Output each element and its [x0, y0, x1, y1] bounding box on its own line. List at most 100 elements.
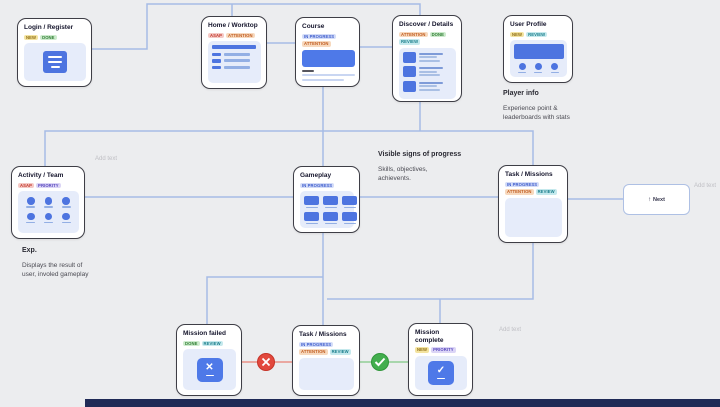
check-mark-icon — [374, 357, 386, 367]
next-node[interactable]: ↑Next — [623, 184, 690, 215]
placeholder-line — [419, 52, 443, 55]
badge-review: REVIEW — [526, 31, 548, 37]
node-title: Home / Worktop — [208, 22, 258, 29]
avatar — [43, 212, 53, 223]
node-title: Task / Missions — [299, 331, 347, 338]
avatar-caption — [26, 206, 36, 208]
hero-image — [302, 49, 355, 68]
placeholder-line — [50, 65, 60, 69]
stat-caption — [518, 71, 527, 73]
avatar-caption — [43, 206, 53, 208]
node-title: Gameplay — [300, 172, 332, 179]
badge-priority: PRIORITY — [431, 347, 456, 353]
tile-icon — [342, 196, 357, 205]
screen-preview — [505, 197, 562, 237]
placeholder-line — [48, 60, 62, 64]
screen-preview — [399, 47, 456, 99]
badge-done: DONE — [40, 34, 57, 40]
form-icon — [43, 51, 67, 73]
complete-icon: ✓ — [428, 360, 454, 385]
screen-preview — [299, 357, 354, 390]
badge-attention: ATTENTION — [299, 349, 328, 355]
progress-line — [302, 78, 345, 81]
tile-caption — [324, 206, 337, 208]
node-title: Course — [302, 23, 325, 30]
add-text-placeholder[interactable]: Add text — [499, 327, 522, 333]
avatar — [61, 197, 71, 208]
placeholder-line — [419, 70, 437, 73]
node-title: Activity / Team — [18, 172, 64, 179]
list-item-pill — [212, 65, 221, 69]
connector-login-to-home-rail — [92, 3, 421, 50]
tile — [323, 196, 338, 208]
badge-attention: ATTENTION — [505, 189, 534, 195]
tile-icon — [342, 212, 357, 221]
add-text-placeholder[interactable]: Add text — [694, 183, 717, 189]
detail-lines — [419, 81, 443, 91]
annotation-line: Skills, objectives, — [378, 166, 428, 173]
badge-attention: ATTENTION — [302, 41, 331, 47]
stat-icon — [551, 63, 559, 70]
thumbnail-icon — [403, 80, 416, 92]
avatar-icon — [44, 197, 53, 205]
placeholder-line — [419, 88, 440, 91]
badge-done: DONE — [429, 31, 447, 37]
avatar-icon — [44, 212, 53, 220]
badge-review: REVIEW — [201, 340, 223, 346]
screen-preview: ✕ — [183, 349, 236, 390]
list-item — [212, 59, 257, 63]
badge-attention: ATTENTION — [399, 31, 428, 37]
add-text-placeholder[interactable]: Add text — [95, 156, 118, 162]
list-item-pill — [212, 59, 221, 63]
placeholder-line — [419, 85, 437, 87]
avatar-caption — [61, 206, 71, 208]
connector-task-down-rail — [327, 243, 534, 300]
stat-item — [534, 63, 543, 73]
annotation-title: Player info — [503, 90, 539, 97]
progress-line — [302, 74, 355, 77]
tile-caption — [305, 222, 318, 224]
screen-preview — [510, 40, 567, 77]
connector-branch-to-mission-failed — [206, 276, 323, 324]
badge-priority: PRIORITY — [36, 182, 61, 188]
avatar — [43, 197, 53, 208]
stat-icon — [518, 63, 526, 70]
tile-icon — [304, 212, 319, 221]
badge-review: REVIEW — [535, 189, 557, 195]
badge-in-progress: IN PROGRESS — [300, 182, 335, 188]
avatar — [26, 197, 36, 208]
tile-icon — [304, 196, 319, 205]
avatar — [61, 212, 71, 223]
stat-caption — [534, 71, 543, 73]
tile — [342, 212, 357, 224]
node-gameplay[interactable]: Gameplay IN PROGRESS — [293, 166, 360, 233]
badge-review: REVIEW — [399, 39, 421, 45]
screen-preview — [300, 191, 357, 228]
list-item-pill — [212, 52, 221, 56]
tile — [323, 212, 338, 224]
badge-new: NEW — [510, 31, 525, 37]
list-header-line — [212, 45, 256, 49]
annotation-line: achievents. — [378, 175, 411, 182]
connector-mid-rail — [44, 130, 534, 166]
